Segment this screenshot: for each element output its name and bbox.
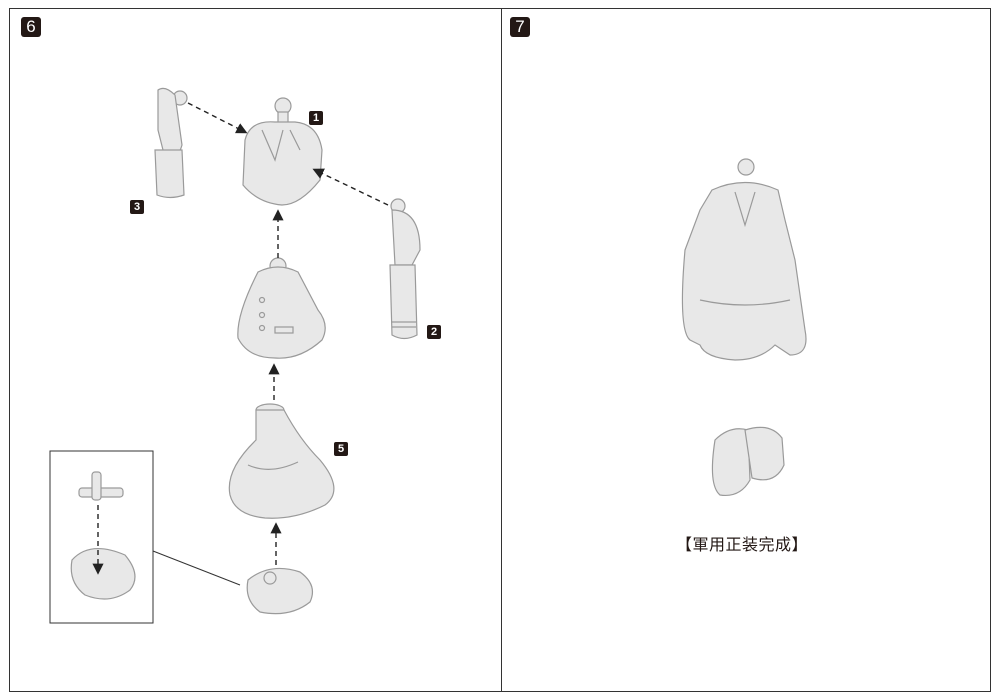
part-number-2: 2 (427, 325, 441, 339)
part-number-1: 1 (309, 111, 323, 125)
sleeve-left-part (154, 87, 188, 199)
waist-joint-part (246, 567, 313, 615)
part-number-3: 3 (130, 200, 144, 214)
detail-inset-box (49, 450, 154, 624)
jacket-top-part (242, 97, 323, 206)
assembled-shoes (711, 426, 785, 497)
sleeve-right-part (389, 198, 421, 340)
step-7-badge: 7 (510, 17, 530, 37)
inset-leader-line (152, 550, 241, 586)
coat-skirt-part (237, 257, 326, 359)
assembled-uniform (681, 158, 807, 361)
step-6-badge: 6 (21, 17, 41, 37)
page-frame (9, 8, 991, 692)
completion-caption: 【軍用正装完成】 (676, 535, 809, 554)
skirt-part (228, 403, 335, 519)
step-divider (501, 8, 502, 692)
inset-joint-part (70, 548, 136, 600)
inset-peg-part (78, 471, 124, 501)
part-number-5: 5 (334, 442, 348, 456)
